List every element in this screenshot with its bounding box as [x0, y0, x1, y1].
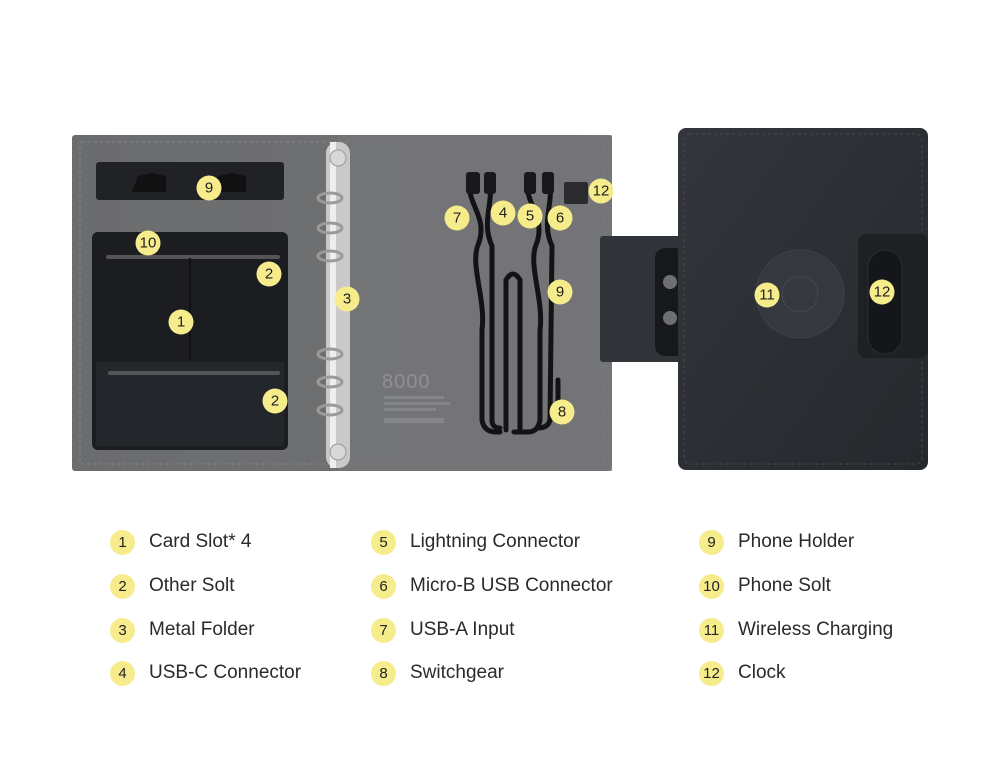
legend-item: 11 Wireless Charging — [699, 617, 893, 643]
legend-item: 8 Switchgear — [371, 660, 504, 686]
legend-item: 12 Clock — [699, 660, 786, 686]
marker-switchgear: 8 — [549, 399, 575, 425]
marker-clock: 12 — [869, 279, 895, 305]
marker-phone-holder-top: 9 — [196, 175, 222, 201]
legend-number: 6 — [371, 573, 396, 599]
legend-label: Wireless Charging — [738, 619, 894, 640]
legend-label: Phone Solt — [738, 575, 831, 596]
legend-number: 1 — [110, 529, 135, 555]
legend-number: 5 — [371, 529, 396, 555]
legend-label: Other Solt — [149, 575, 235, 596]
marker-other-slot-top: 2 — [256, 261, 282, 287]
marker-other-slot-bottom: 2 — [262, 388, 288, 414]
marker-phone-slot: 10 — [135, 230, 161, 256]
legend-item: 4 USB-C Connector — [110, 660, 301, 686]
legend-label: Clock — [738, 662, 786, 683]
legend-label: Micro-B USB Connector — [410, 575, 613, 596]
legend-label: Card Slot* 4 — [149, 531, 252, 552]
legend-label: USB-C Connector — [149, 662, 302, 683]
legend-label: Lightning Connector — [410, 531, 581, 552]
legend-item: 1 Card Slot* 4 — [110, 529, 251, 555]
legend-label: Phone Holder — [738, 531, 855, 552]
legend-number: 3 — [110, 617, 135, 643]
legend-item: 6 Micro-B USB Connector — [371, 573, 613, 599]
legend-number: 4 — [110, 660, 135, 686]
marker-wireless-charging: 11 — [754, 282, 780, 308]
phone-slot — [96, 162, 284, 200]
legend-label: USB-A Input — [410, 619, 515, 640]
marker-phone-holder-cable: 9 — [547, 279, 573, 305]
legend-number: 8 — [371, 660, 396, 686]
legend-number: 2 — [110, 573, 135, 599]
legend-item: 2 Other Solt — [110, 573, 235, 599]
marker-micro-b: 6 — [547, 205, 573, 231]
marker-clock-strap: 12 — [588, 178, 614, 204]
legend-item: 5 Lightning Connector — [371, 529, 580, 555]
legend-item: 7 USB-A Input — [371, 617, 515, 643]
legend-item: 10 Phone Solt — [699, 573, 831, 599]
marker-metal-folder: 3 — [334, 286, 360, 312]
legend-number: 11 — [699, 617, 724, 643]
marker-card-slot: 1 — [168, 309, 194, 335]
legend-label: Metal Folder — [149, 619, 255, 640]
legend-item: 3 Metal Folder — [110, 617, 255, 643]
legend-number: 10 — [699, 573, 724, 599]
legend-item: 9 Phone Holder — [699, 529, 854, 555]
power-bank-capacity: 8000 — [382, 371, 431, 393]
marker-usb-c: 4 — [490, 200, 516, 226]
marker-lightning: 5 — [517, 203, 543, 229]
legend-number: 7 — [371, 617, 396, 643]
legend-number: 9 — [699, 529, 724, 555]
legend-number: 12 — [699, 660, 724, 686]
marker-usb-a: 7 — [444, 205, 470, 231]
legend-label: Switchgear — [410, 662, 504, 683]
